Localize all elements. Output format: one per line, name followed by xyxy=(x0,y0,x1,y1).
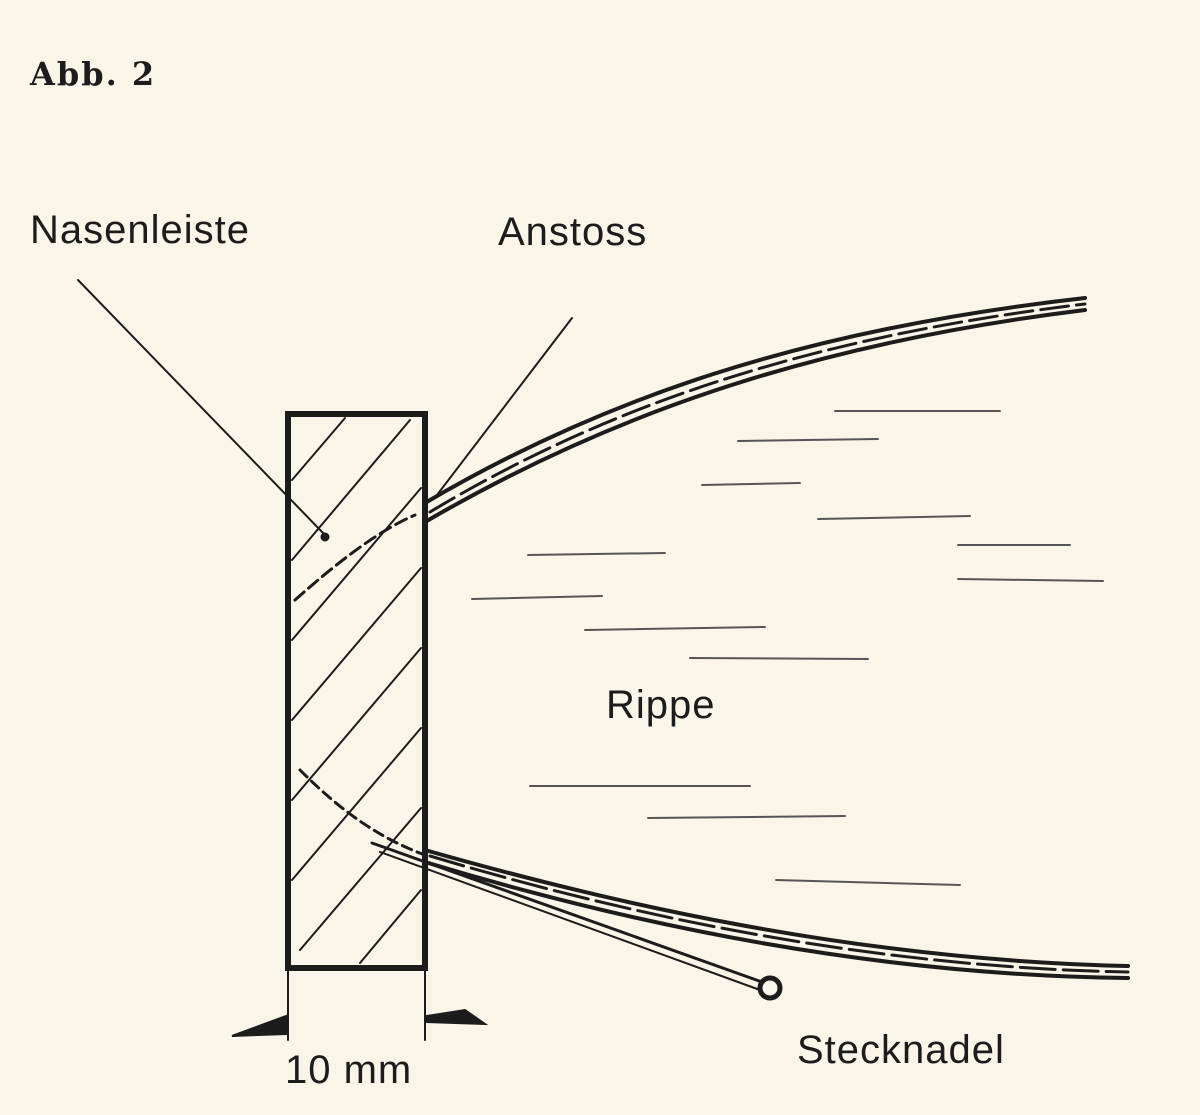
label-anstoss: Anstoss xyxy=(498,210,648,254)
upper-rib xyxy=(423,296,1087,524)
leader-anstoss xyxy=(436,317,573,496)
hidden-rib-lower xyxy=(298,768,427,857)
label-rippe: Rippe xyxy=(606,683,716,727)
label-nasenleiste: Nasenleiste xyxy=(30,208,251,252)
leading-edge-strip xyxy=(285,411,428,971)
grain-lines xyxy=(471,410,1104,886)
hatching xyxy=(291,417,422,964)
lower-rib xyxy=(423,848,1130,980)
hidden-rib-upper xyxy=(293,513,417,602)
leader-nasenleiste xyxy=(77,279,326,536)
figure-title: Abb. 2 xyxy=(30,55,157,93)
pin-icon xyxy=(370,841,783,1001)
label-dimension: 10 mm xyxy=(285,1048,413,1092)
dimension-markers xyxy=(231,969,489,1041)
label-stecknadel: Stecknadel xyxy=(797,1028,1005,1072)
